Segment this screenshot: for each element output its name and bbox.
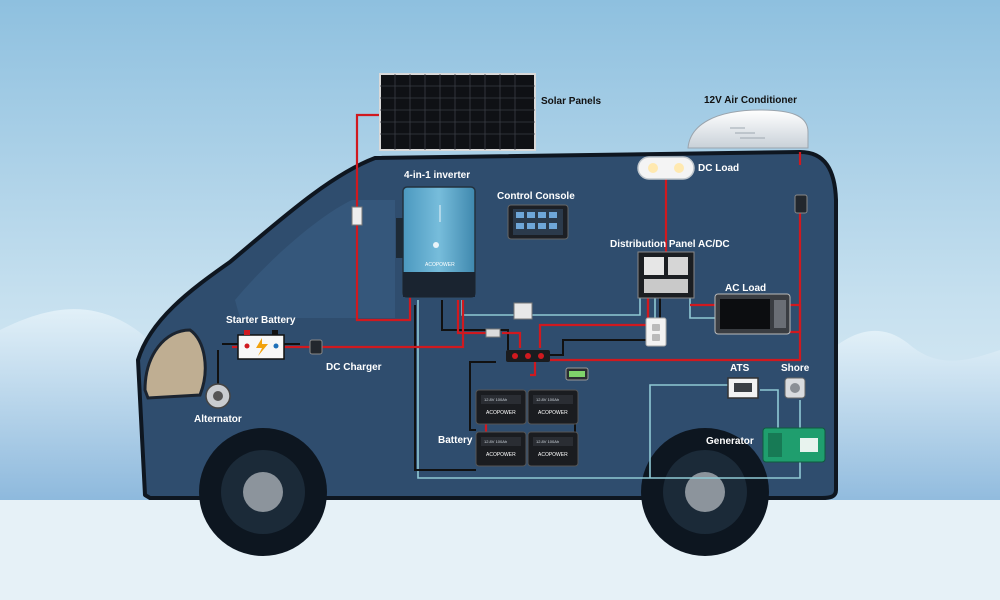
- lithium-battery-icon: 12.8V 100Ah ACOPOWER 12.8V 100Ah ACOPOWE…: [475, 389, 579, 467]
- distribution-panel-icon: [637, 251, 695, 299]
- label-dc-charger: DC Charger: [326, 362, 382, 373]
- label-alternator: Alternator: [194, 414, 242, 425]
- air-conditioner-icon: [687, 109, 809, 149]
- label-battery: Battery: [438, 435, 473, 446]
- microwave-icon: [714, 293, 791, 335]
- ground-water: [0, 500, 1000, 600]
- shore-plug-icon: [784, 377, 806, 399]
- label-air-conditioner: 12V Air Conditioner: [704, 95, 797, 106]
- ac-relay-icon: [794, 194, 808, 214]
- inverter-icon: ACOPOWER: [396, 186, 476, 298]
- dc-charger-icon: [309, 339, 323, 355]
- label-solar-panels: Solar Panels: [541, 96, 602, 107]
- label-ats: ATS: [730, 363, 750, 374]
- battery-monitor-icon: [565, 367, 589, 381]
- dc-load-light-icon: [637, 156, 695, 180]
- battery-spec-1: 12.8V 100Ah: [484, 397, 507, 402]
- battery-brand-4: ACOPOWER: [538, 452, 568, 458]
- label-starter-battery: Starter Battery: [226, 315, 296, 326]
- breaker-icon: [351, 206, 363, 226]
- battery-spec-2: 12.8V 100Ah: [536, 397, 559, 402]
- alternator-icon: [205, 383, 231, 409]
- van-headlight: [143, 328, 207, 400]
- label-ac-load: AC Load: [725, 283, 767, 294]
- battery-brand-3: ACOPOWER: [486, 452, 516, 458]
- battery-spec-3: 12.8V 100Ah: [484, 439, 507, 444]
- fuse-icon: [485, 302, 533, 338]
- control-console-icon: [507, 204, 569, 240]
- front-wheel: [199, 428, 327, 556]
- battery-brand-2: ACOPOWER: [538, 410, 568, 416]
- label-shore: Shore: [781, 363, 810, 374]
- inverter-brand: ACOPOWER: [425, 262, 455, 268]
- outlet-icon: [645, 317, 667, 347]
- label-generator: Generator: [706, 436, 754, 447]
- label-distribution-panel: Distribution Panel AC/DC: [610, 239, 730, 250]
- starter-battery-icon: [237, 330, 285, 360]
- battery-brand-1: ACOPOWER: [486, 410, 516, 416]
- label-control-console: Control Console: [497, 191, 575, 202]
- van-windshield: [235, 200, 395, 318]
- generator-icon: [762, 427, 826, 463]
- ats-icon: [727, 377, 759, 399]
- solar-panel-icon: [379, 73, 536, 151]
- label-inverter: 4-in-1 inverter: [404, 170, 471, 181]
- battery-spec-4: 12.8V 100Ah: [536, 439, 559, 444]
- label-dc-load: DC Load: [698, 163, 740, 174]
- rear-wheel: [641, 428, 769, 556]
- busbar-icon: [506, 350, 550, 362]
